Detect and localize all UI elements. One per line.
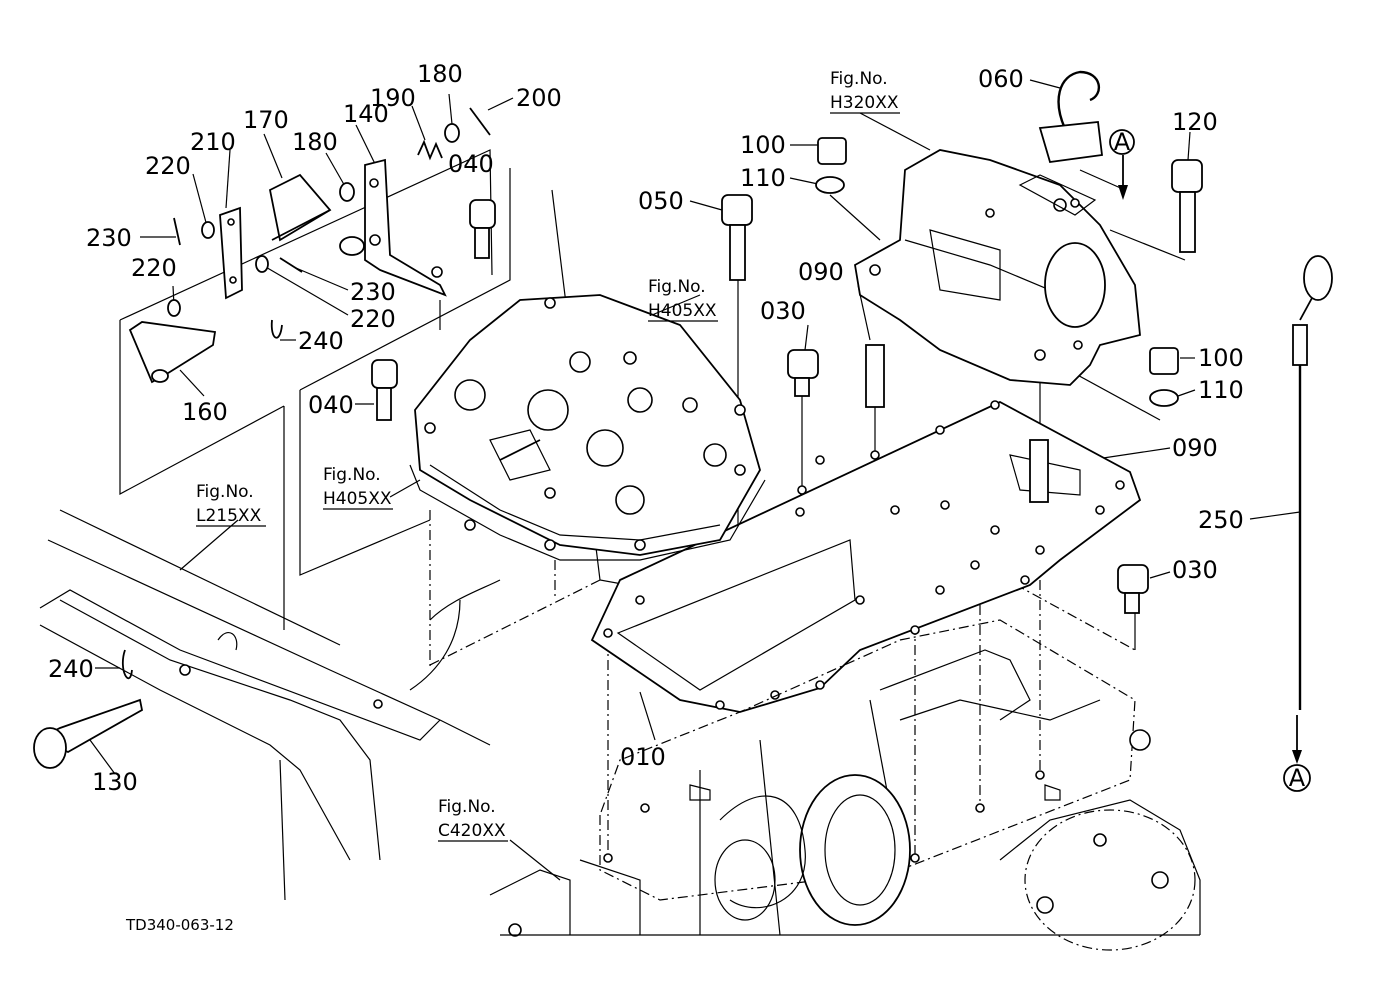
label-110-a: 110 — [740, 164, 786, 192]
label-060: 060 — [978, 65, 1024, 93]
fig-h320-title: Fig.No. — [830, 69, 888, 89]
label-240-a: 240 — [298, 327, 344, 355]
label-230-b: 230 — [350, 278, 396, 306]
label-200: 200 — [516, 84, 562, 112]
label-090-a: 090 — [798, 258, 844, 286]
fig-h405-number-b: H405XX — [323, 489, 392, 509]
fig-l215-title: Fig.No. — [196, 482, 254, 502]
fig-h405-title-b: Fig.No. — [323, 465, 381, 485]
label-100-a: 100 — [740, 131, 786, 159]
valve-block — [409, 294, 766, 561]
part-labels: 230 220 210 170 180 140 190 180 200 040 … — [48, 60, 1244, 796]
label-040-a: 040 — [448, 150, 494, 178]
drawing-code: TD340-063-12 — [125, 916, 234, 934]
label-220-c: 220 — [350, 305, 396, 333]
label-180-a: 180 — [292, 128, 338, 156]
label-090-b: 090 — [1172, 434, 1218, 462]
fig-h405-number-a: H405XX — [648, 301, 717, 321]
label-170: 170 — [243, 106, 289, 134]
label-190: 190 — [370, 84, 416, 112]
marker-a-top: A — [1114, 128, 1131, 156]
label-250: 250 — [1198, 506, 1244, 534]
label-230-a: 230 — [86, 224, 132, 252]
label-040-b: 040 — [308, 391, 354, 419]
label-220-b: 220 — [131, 254, 177, 282]
leader-lines — [89, 79, 1302, 881]
figure-references: Fig.No. H320XX Fig.No. H405XX Fig.No. H4… — [196, 69, 900, 842]
label-130: 130 — [92, 768, 138, 796]
label-160: 160 — [182, 398, 228, 426]
reference-markers: A A — [1109, 128, 1311, 792]
cover-plate-gasket — [590, 400, 1142, 713]
upper-housing — [854, 149, 1141, 386]
label-100-b: 100 — [1198, 344, 1244, 372]
fig-h320-number: H320XX — [830, 93, 899, 113]
fig-c420-number: C420XX — [438, 821, 506, 841]
label-210: 210 — [190, 128, 236, 156]
label-030-b: 030 — [1172, 556, 1218, 584]
label-110-b: 110 — [1198, 376, 1244, 404]
marker-a-bottom: A — [1289, 764, 1306, 792]
label-010: 010 — [620, 743, 666, 771]
fig-l215-number: L215XX — [196, 506, 262, 526]
small-parts — [33, 70, 1333, 769]
label-140: 140 — [343, 100, 389, 128]
lift-arm-housing — [39, 509, 501, 901]
label-050: 050 — [638, 187, 684, 215]
label-240-b: 240 — [48, 655, 94, 683]
label-180-b: 180 — [417, 60, 463, 88]
fig-h405-title-a: Fig.No. — [648, 277, 706, 297]
marker-a-bottom-circle — [1283, 764, 1311, 792]
label-120: 120 — [1172, 108, 1218, 136]
marker-a-top-circle — [1109, 129, 1135, 155]
label-030-a: 030 — [760, 297, 806, 325]
transmission-case — [489, 619, 1201, 951]
fig-c420-title: Fig.No. — [438, 797, 496, 817]
label-220-a: 220 — [145, 152, 191, 180]
